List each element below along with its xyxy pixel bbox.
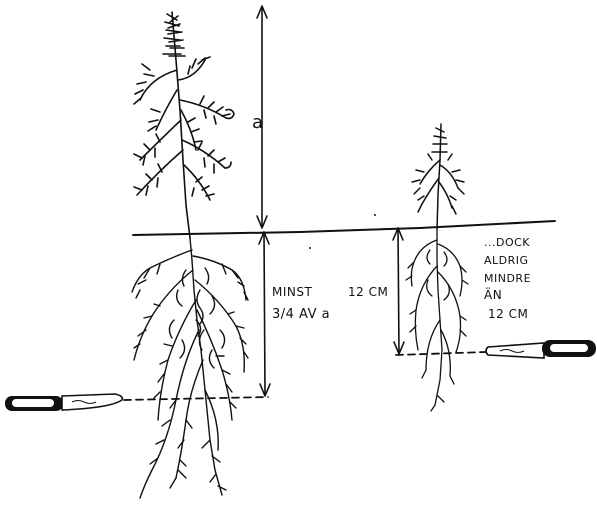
left-depth-label-line1: MINST bbox=[272, 285, 312, 299]
note-line2: ALDRIG bbox=[484, 254, 529, 267]
left-cut-line bbox=[124, 397, 268, 400]
left-seedling-shoot bbox=[134, 12, 234, 238]
left-depth-dimension bbox=[259, 232, 270, 396]
left-depth-label-line2: 3/4 AV a bbox=[272, 307, 330, 322]
right-seedling-roots bbox=[406, 230, 468, 411]
ground-line bbox=[133, 221, 555, 235]
left-knife-icon bbox=[5, 394, 122, 411]
right-cut-line bbox=[396, 352, 486, 355]
right-depth-label: 12 CM bbox=[348, 285, 388, 299]
note-line3: MINDRE bbox=[484, 272, 531, 285]
note-line1: ...DOCK bbox=[484, 236, 530, 249]
note-line5: 12 CM bbox=[488, 307, 528, 321]
right-depth-dimension bbox=[393, 228, 404, 354]
note-line4: ÄN bbox=[484, 287, 502, 302]
right-seedling-shoot bbox=[412, 124, 464, 230]
height-label-a: a bbox=[252, 112, 264, 133]
left-seedling-roots bbox=[132, 238, 248, 498]
right-knife-icon bbox=[486, 340, 596, 358]
